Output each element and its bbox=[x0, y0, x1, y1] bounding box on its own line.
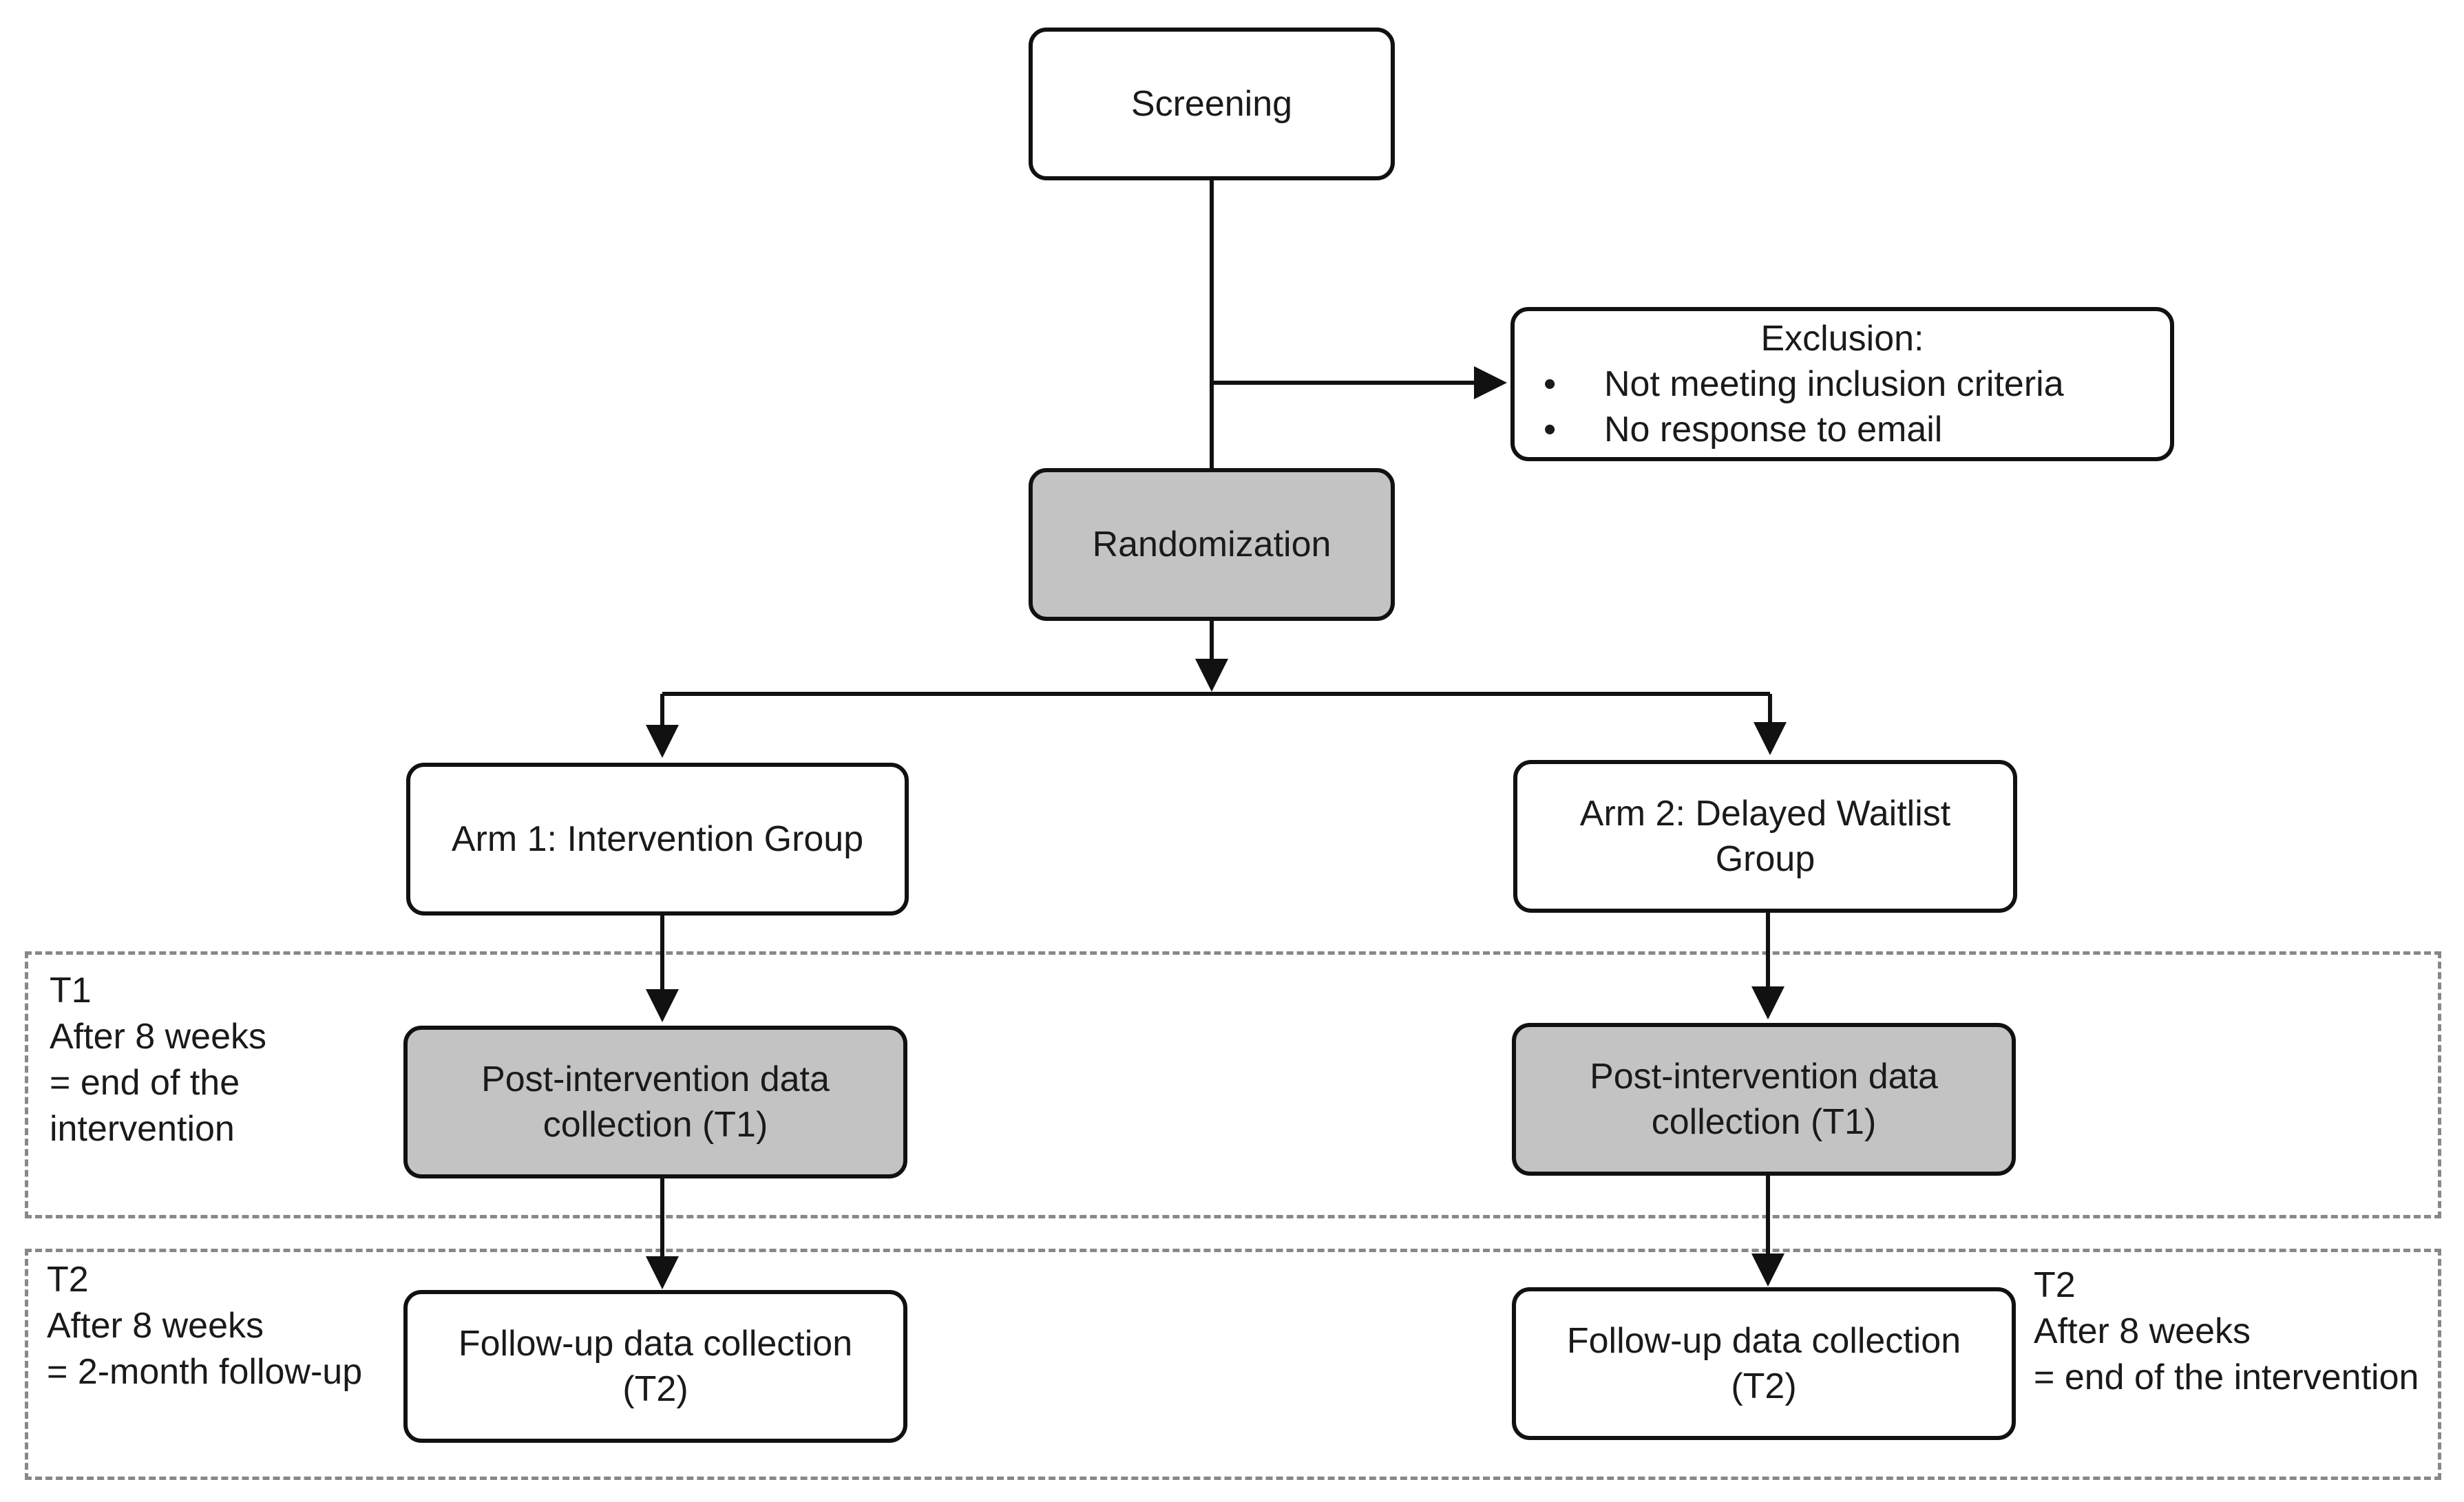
arm1-box: Arm 1: Intervention Group bbox=[406, 763, 909, 916]
arm1-t2-label-line: (T2) bbox=[622, 1369, 688, 1409]
arm2-label-line: Group bbox=[1715, 839, 1815, 879]
exclusion-item: • Not meeting inclusion criteria bbox=[1515, 361, 2170, 407]
t1-phase-region bbox=[25, 951, 2441, 1218]
t2-right-note-line: After 8 weeks bbox=[2034, 1311, 2251, 1351]
t1-note-line: T1 bbox=[50, 971, 92, 1011]
exclusion-item-text: No response to email bbox=[1604, 410, 1943, 449]
bullet-icon: • bbox=[1544, 410, 1557, 449]
arm2-t2-label-line: Follow-up data collection bbox=[1566, 1321, 1961, 1361]
arm2-t1-box: Post-intervention data collection (T1) bbox=[1512, 1023, 2016, 1176]
t2-left-note-line: After 8 weeks bbox=[47, 1306, 264, 1346]
t2-right-note-line: = end of the intervention bbox=[2034, 1357, 2419, 1397]
arm1-t1-label-line: Post-intervention data bbox=[481, 1059, 830, 1099]
arm2-t1-label-line: collection (T1) bbox=[1651, 1102, 1877, 1142]
arm1-t1-label-line: collection (T1) bbox=[543, 1105, 768, 1145]
t1-note-line: intervention bbox=[50, 1109, 235, 1149]
arm2-t2-label-line: (T2) bbox=[1731, 1366, 1797, 1406]
t1-phase-note: T1 After 8 weeks = end of the interventi… bbox=[50, 968, 266, 1152]
arm2-t2-box: Follow-up data collection (T2) bbox=[1512, 1287, 2016, 1440]
t2-left-note-line: = 2-month follow-up bbox=[47, 1352, 363, 1392]
t2-left-phase-note: T2 After 8 weeks = 2-month follow-up bbox=[47, 1257, 362, 1395]
arm1-label: Arm 1: Intervention Group bbox=[451, 819, 864, 859]
arm1-t1-box: Post-intervention data collection (T1) bbox=[403, 1026, 907, 1178]
randomization-box: Randomization bbox=[1029, 468, 1395, 621]
screening-box: Screening bbox=[1029, 28, 1395, 180]
randomization-label: Randomization bbox=[1092, 525, 1331, 564]
t2-left-note-line: T2 bbox=[47, 1260, 89, 1300]
exclusion-item: • No response to email bbox=[1515, 407, 2170, 452]
arm2-t1-label-line: Post-intervention data bbox=[1590, 1057, 1938, 1097]
exclusion-title: Exclusion: bbox=[1760, 319, 1924, 359]
t2-right-phase-note: T2 After 8 weeks = end of the interventi… bbox=[2034, 1262, 2419, 1401]
t1-note-line: After 8 weeks bbox=[50, 1017, 267, 1057]
exclusion-item-text: Not meeting inclusion criteria bbox=[1604, 364, 2064, 404]
arm1-t2-label-line: Follow-up data collection bbox=[458, 1324, 853, 1364]
arm1-t2-box: Follow-up data collection (T2) bbox=[403, 1290, 907, 1443]
bullet-icon: • bbox=[1544, 364, 1557, 404]
t2-right-note-line: T2 bbox=[2034, 1265, 2076, 1305]
t1-note-line: = end of the bbox=[50, 1063, 240, 1103]
arm2-box: Arm 2: Delayed Waitlist Group bbox=[1513, 760, 2017, 913]
arm2-label-line: Arm 2: Delayed Waitlist bbox=[1579, 794, 1951, 834]
t2-phase-region bbox=[25, 1249, 2441, 1480]
screening-label: Screening bbox=[1130, 84, 1293, 124]
exclusion-box: Exclusion: • Not meeting inclusion crite… bbox=[1510, 307, 2174, 461]
